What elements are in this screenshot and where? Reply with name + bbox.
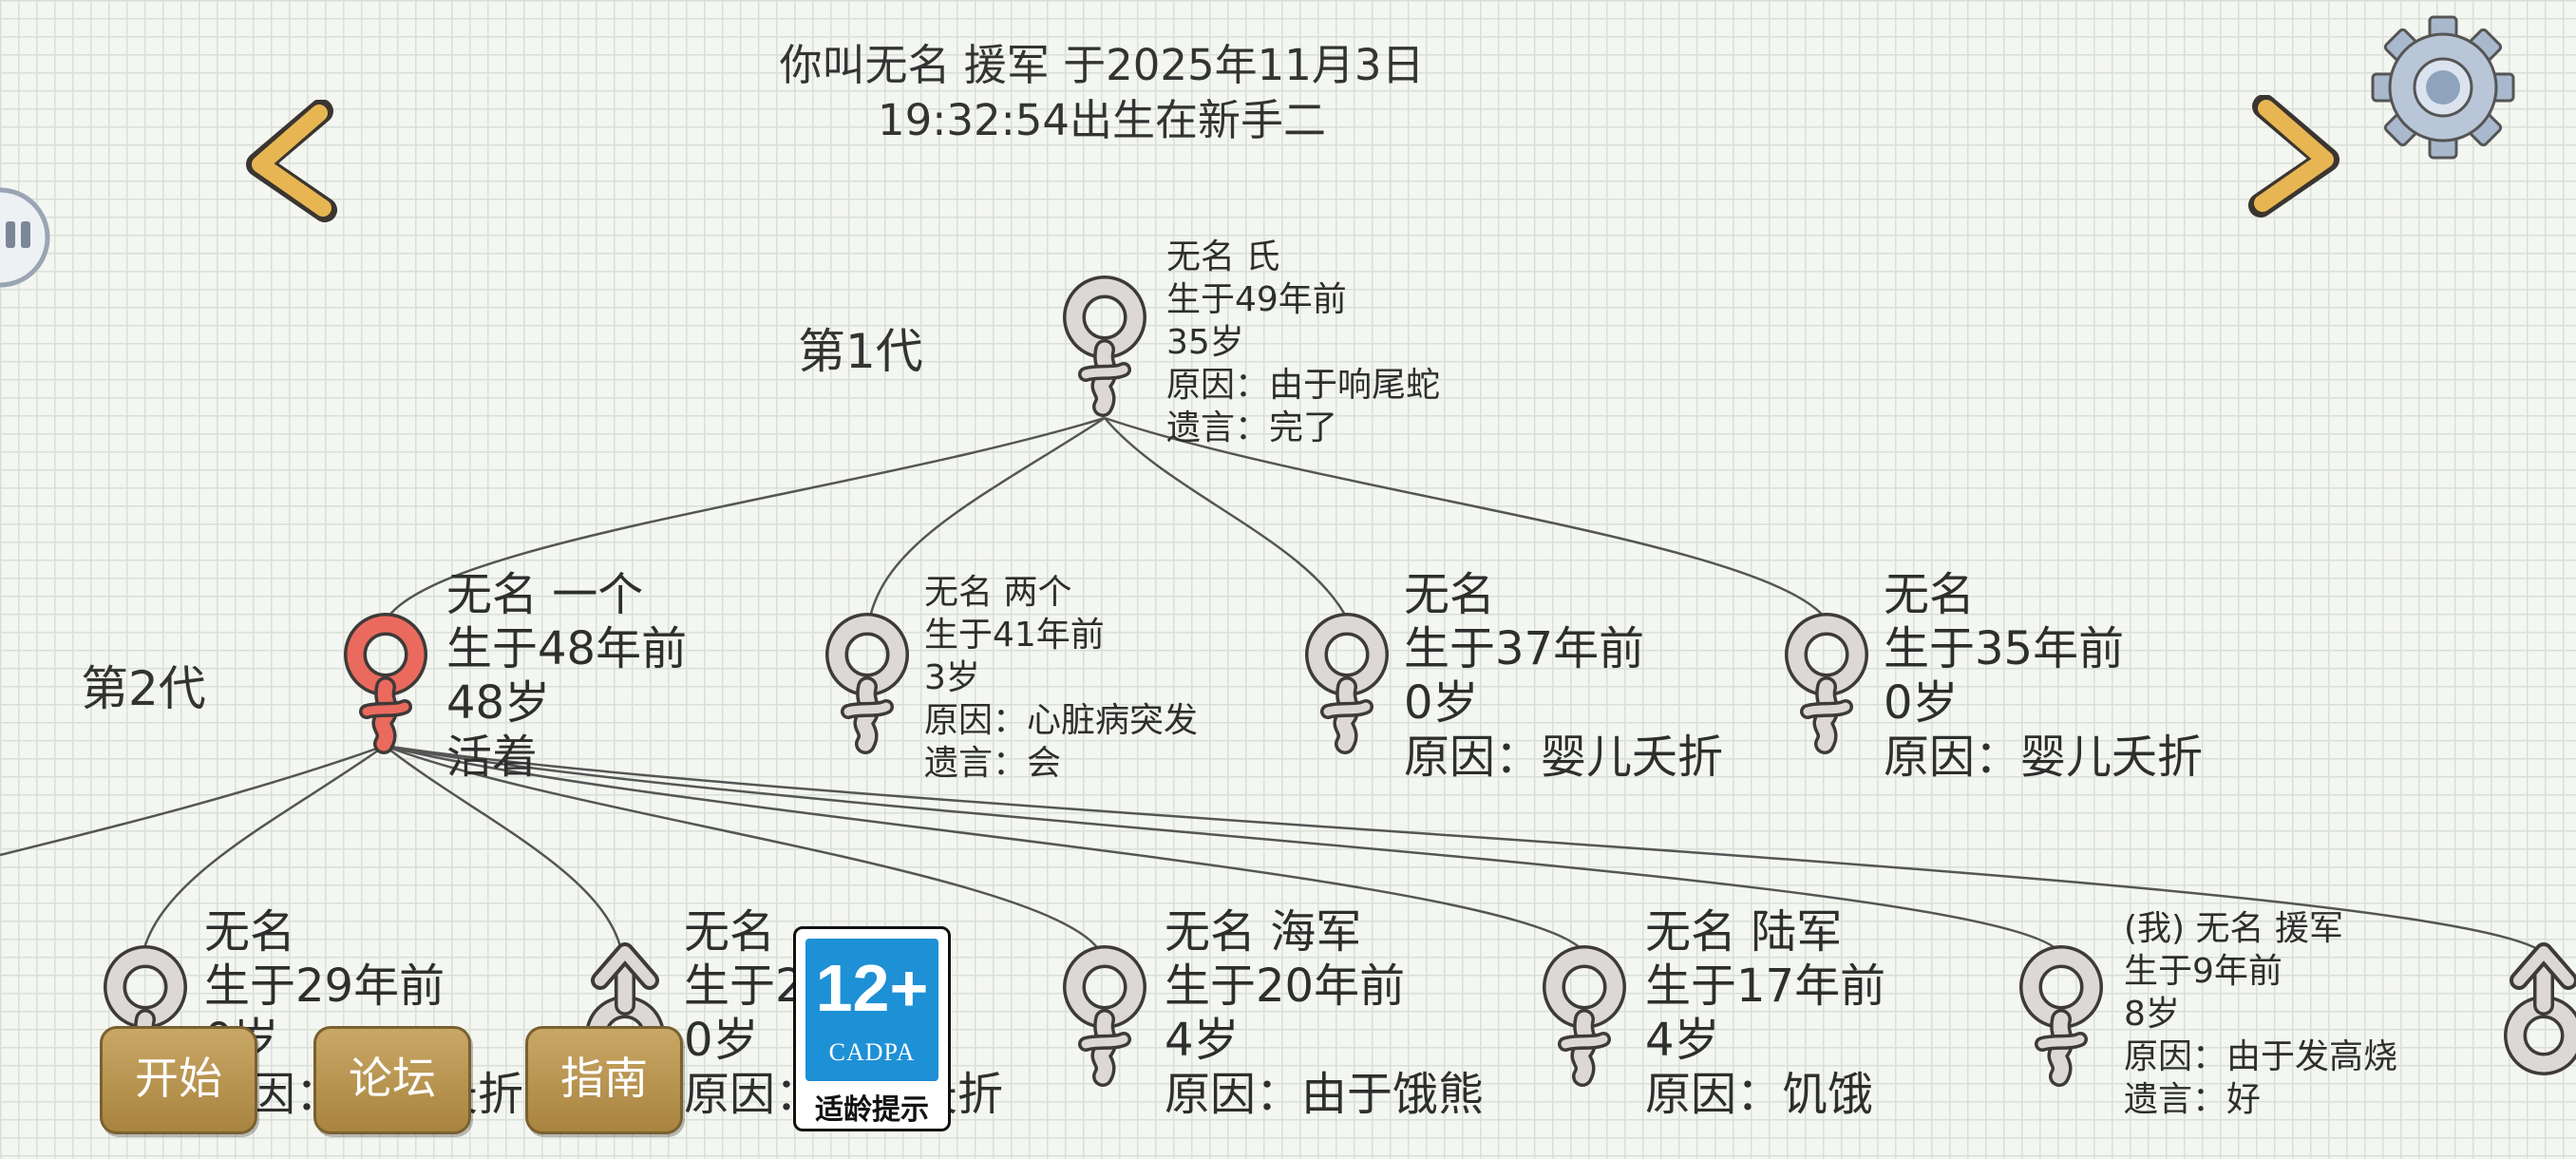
age-rating-blue-panel: 12+ CADPA (805, 939, 938, 1081)
gen2-node-2-info: 无名 两个 生于41年前 3岁 原因：心脏病突发 遗言：会 (924, 573, 1199, 783)
female-symbol-icon (822, 613, 913, 755)
pause-icon (0, 187, 50, 288)
gen3-node-3-info: 无名 海军 生于20年前 4岁 原因：由于饿熊 (1165, 905, 1485, 1121)
link-gen1-gen2-4 (1104, 416, 1830, 623)
gen3-node-4-info: 无名 陆军 生于17年前 4岁 原因：饥饿 (1645, 905, 1886, 1121)
back-button[interactable] (237, 99, 342, 223)
start-button[interactable]: 开始 (100, 1026, 257, 1134)
settings-button[interactable] (2367, 11, 2519, 163)
forward-button[interactable] (2244, 94, 2348, 218)
right-arrow-icon (2248, 94, 2339, 218)
female-symbol-icon (340, 613, 431, 755)
gen2-node-1-info: 无名 一个 生于48年前 48岁 活着 (446, 568, 688, 784)
link-gen2-gen3-6 (384, 744, 2547, 956)
female-symbol-icon (1059, 276, 1150, 418)
age-rating-org: CADPA (828, 1038, 916, 1066)
age-rating-badge[interactable]: 12+ CADPA 适龄提示 (793, 926, 951, 1131)
female-symbol-icon (1781, 613, 1872, 755)
age-rating-tip: 适龄提示 (815, 1093, 929, 1127)
pause-button[interactable] (0, 185, 52, 290)
gen2-node-4-info: 无名 生于35年前 0岁 原因：婴儿夭折 (1884, 568, 2204, 784)
link-gen2-gen3-3 (384, 744, 1104, 956)
female-symbol-icon (1301, 613, 1392, 755)
guide-button[interactable]: 指南 (525, 1026, 683, 1134)
gear-icon (2371, 15, 2515, 160)
left-arrow-icon (246, 99, 337, 222)
birth-info-line2: 19:32:54出生在新手二 (877, 95, 1327, 145)
age-rating-value: 12+ (815, 951, 929, 1025)
female-symbol-icon (2016, 945, 2107, 1088)
link-gen2-left-offscreen (0, 744, 386, 857)
female-symbol-icon (1059, 945, 1150, 1088)
birth-info-title: 你叫无名 援军 于2025年11月3日 19:32:54出生在新手二 (665, 38, 1539, 148)
link-gen1-gen2-3 (1104, 417, 1351, 623)
gen3-node-5-info: (我) 无名 援军 生于9年前 8岁 原因：由于发高烧 遗言：好 (2124, 909, 2398, 1119)
gen2-node-3-info: 无名 生于37年前 0岁 原因：婴儿夭折 (1404, 568, 1724, 784)
female-symbol-icon (1539, 945, 1630, 1088)
link-gen2-gen3-4 (384, 744, 1588, 956)
forum-button[interactable]: 论坛 (313, 1026, 471, 1134)
link-gen2-gen3-2 (384, 745, 624, 956)
link-gen2-gen3-5 (384, 744, 2063, 956)
birth-info-line1: 你叫无名 援军 于2025年11月3日 (779, 40, 1425, 90)
link-gen1-gen2-1 (383, 416, 1106, 623)
link-gen2-gen3-1 (141, 744, 386, 956)
ancestor-info: 无名 氏 生于49年前 35岁 原因：由于响尾蛇 遗言：完了 (1166, 238, 1441, 447)
generation-label-1: 第1代 (798, 324, 923, 379)
male-symbol-icon (2498, 940, 2576, 1083)
link-gen1-gen2-2 (867, 416, 1106, 623)
generation-label-2: 第2代 (81, 661, 206, 716)
